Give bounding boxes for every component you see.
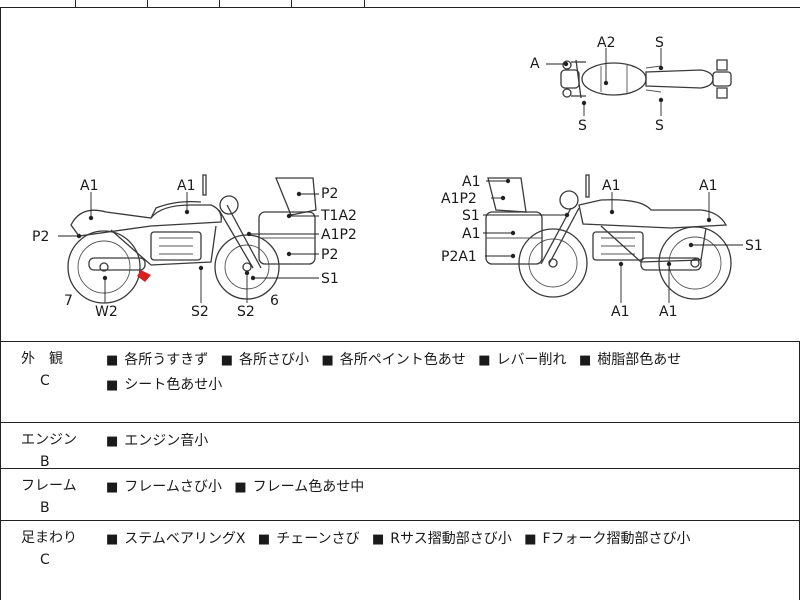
- section-items: ■フレームさび小 ■フレーム色あせ中: [106, 475, 791, 500]
- section-category: フレーム B: [21, 475, 81, 519]
- category-grade: B: [40, 454, 50, 470]
- left-label: W2: [95, 304, 118, 320]
- section-category: 足まわり C: [21, 527, 81, 571]
- finding-item: ■フレームさび小: [106, 479, 222, 495]
- finding-item: ■チェーンさび: [257, 531, 360, 547]
- top-label: S: [655, 118, 664, 134]
- bullet-square-icon: ■: [321, 353, 334, 368]
- finding-item: ■エンジン音小: [106, 433, 209, 449]
- right-label: A1P2: [441, 191, 477, 207]
- top-label: A2: [597, 35, 615, 51]
- top-table-strip: [0, 0, 800, 8]
- left-label: 6: [270, 293, 279, 309]
- finding-item: ■フレーム色あせ中: [234, 479, 365, 495]
- strip-divider: [75, 0, 76, 7]
- right-label: A1: [611, 304, 629, 320]
- strip-divider: [364, 0, 365, 7]
- bullet-square-icon: ■: [106, 434, 119, 449]
- bullet-square-icon: ■: [478, 353, 491, 368]
- section-items: ■各所うすきず ■各所さび小 ■各所ペイント色あせ ■レバー削れ ■樹脂部色あせ…: [106, 348, 791, 398]
- right-label: A1: [659, 304, 677, 320]
- left-label: P2: [32, 229, 49, 245]
- left-label: A1P2: [321, 227, 357, 243]
- category-name: 外 観: [21, 351, 63, 367]
- right-label: A1: [462, 174, 480, 190]
- bullet-square-icon: ■: [579, 353, 592, 368]
- right-label: P2A1: [441, 249, 477, 265]
- bullet-square-icon: ■: [106, 353, 119, 368]
- finding-item: ■ステムベアリングX: [106, 531, 246, 547]
- bullet-square-icon: ■: [106, 480, 119, 495]
- right-side-motorcycle: [485, 174, 732, 300]
- category-name: 足まわり: [21, 530, 77, 546]
- section-items: ■エンジン音小: [106, 429, 791, 454]
- bullet-square-icon: ■: [524, 532, 537, 547]
- right-label: S1: [745, 238, 763, 254]
- finding-item: ■レバー削れ: [478, 352, 567, 368]
- section-exterior: 外 観 C ■各所うすきず ■各所さび小 ■各所ペイント色あせ ■レバー削れ ■…: [0, 341, 800, 422]
- leader-lines: [58, 48, 743, 303]
- category-name: エンジン: [21, 432, 77, 448]
- finding-item: ■各所ペイント色あせ: [321, 352, 466, 368]
- bullet-square-icon: ■: [257, 532, 271, 547]
- left-label: 7: [64, 293, 73, 309]
- section-frame: フレーム B ■フレームさび小 ■フレーム色あせ中: [0, 468, 800, 520]
- bullet-square-icon: ■: [106, 378, 119, 393]
- category-name: フレーム: [21, 478, 77, 494]
- left-label: P2: [321, 186, 338, 202]
- left-label: A1: [80, 178, 98, 194]
- section-suspension: 足まわり C ■ステムベアリングX ■チェーンさび ■Rサス摺動部さび小 ■Fフ…: [0, 520, 800, 600]
- damage-diagram: A2 S A S S A1 A1 P2 T1A2 P2 A1P2 P2 S1 7…: [0, 8, 800, 341]
- left-label: S1: [321, 271, 339, 287]
- motorcycle-diagram-svg: A2 S A S S A1 A1 P2 T1A2 P2 A1P2 P2 S1 7…: [32, 35, 763, 320]
- finding-item: ■Rサス摺動部さび小: [371, 531, 512, 547]
- bullet-square-icon: ■: [106, 532, 119, 547]
- category-grade: B: [40, 500, 50, 516]
- section-category: 外 観 C: [21, 348, 81, 392]
- left-label: S2: [191, 304, 209, 320]
- bullet-square-icon: ■: [220, 353, 234, 368]
- section-engine: エンジン B ■エンジン音小: [0, 422, 800, 470]
- section-items: ■ステムベアリングX ■チェーンさび ■Rサス摺動部さび小 ■Fフォーク摺動部さ…: [106, 527, 791, 552]
- finding-item: ■シート色あせ小: [106, 377, 223, 393]
- left-side-motorcycle: [67, 174, 317, 304]
- strip-divider: [219, 0, 220, 7]
- strip-divider: [291, 0, 292, 7]
- finding-item: ■樹脂部色あせ: [579, 352, 682, 368]
- finding-item: ■Fフォーク摺動部さび小: [524, 531, 691, 547]
- left-label: P2: [321, 247, 338, 263]
- right-label: A1: [699, 178, 717, 194]
- bullet-square-icon: ■: [371, 532, 385, 547]
- left-label: T1A2: [320, 208, 357, 224]
- inspection-sections: 外 観 C ■各所うすきず ■各所さび小 ■各所ペイント色あせ ■レバー削れ ■…: [0, 341, 800, 600]
- right-label: A1: [602, 178, 620, 194]
- top-label: S: [655, 35, 664, 51]
- left-label: A1: [177, 178, 195, 194]
- finding-item: ■各所さび小: [220, 352, 310, 368]
- finding-item: ■各所うすきず: [106, 352, 209, 368]
- strip-divider: [147, 0, 148, 7]
- section-category: エンジン B: [21, 429, 81, 473]
- bullet-square-icon: ■: [234, 480, 247, 495]
- left-label: S2: [237, 304, 255, 320]
- top-label: A: [530, 56, 540, 72]
- top-view-motorcycle: [560, 59, 732, 99]
- category-grade: C: [40, 552, 50, 568]
- category-grade: C: [40, 373, 50, 389]
- right-label: A1: [462, 226, 480, 242]
- right-label: S1: [462, 208, 480, 224]
- top-label: S: [578, 118, 587, 134]
